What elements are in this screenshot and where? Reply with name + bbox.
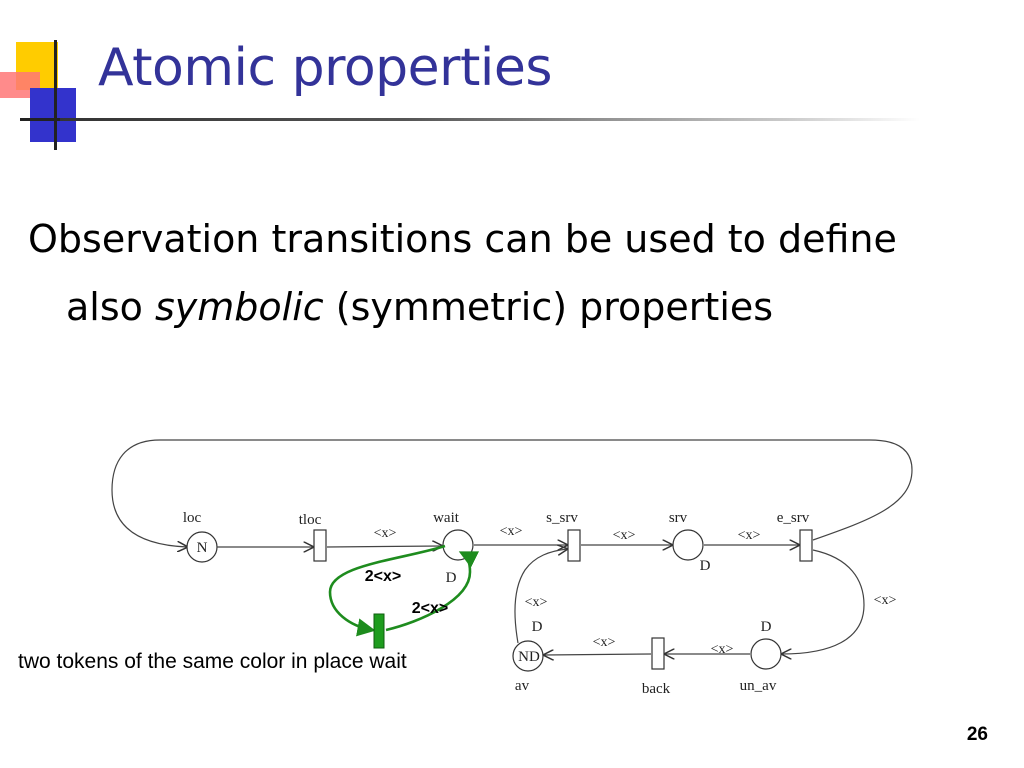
title-divider [60,118,920,121]
transition-tloc: tloc [299,512,327,562]
transition-e-srv-label: e_srv [777,510,810,526]
place-loc: N loc [183,510,218,563]
slide-body: Observation transitions can be used to d… [28,205,988,341]
body-line-2: also symbolic (symmetric) properties [28,273,988,341]
arc-label-tloc-wait: <x> [374,526,397,541]
slide-title: Atomic properties [98,38,552,98]
page-number: 26 [966,724,988,745]
arc-label-ssrv-srv: <x> [613,528,636,543]
arc-esrv-unav [782,549,865,654]
observation-transition: 2<x> 2<x> [328,544,480,649]
observation-arc-out-label: 2<x> [412,600,448,617]
place-av: ND av D [512,619,544,694]
deco-blue-block [30,88,76,142]
arc-label-esrv-unav: <x> [874,593,897,608]
corner-decoration [0,0,110,150]
place-un-av-label: un_av [740,678,777,694]
arc-tloc-wait [326,546,442,547]
transition-s-srv-label: s_srv [546,510,578,526]
observation-arc-out [385,551,480,632]
place-srv-domain: D [700,558,711,574]
observation-arc-in-label: 2<x> [365,568,401,585]
place-un-av-domain: D [761,619,772,635]
place-wait-label: wait [433,510,460,526]
arc-esrv-loc-loop [111,439,913,547]
place-av-domain: D [532,619,543,635]
observation-transition-bar [373,613,385,649]
diagram-caption: two tokens of the same color in place wa… [18,650,407,673]
arc-label-av-ssrv: <x> [525,595,548,610]
place-srv-label: srv [669,510,688,526]
arc-back-av [544,654,652,655]
place-loc-token: N [197,540,208,556]
deco-horizontal-line [20,118,80,121]
transition-back: back [642,637,671,697]
body-line-2-suffix: (symmetric) properties [323,285,774,329]
body-line-2-prefix: also [66,285,155,329]
deco-vertical-line [54,40,57,150]
arc-label-srv-esrv: <x> [738,528,761,543]
arc-av-ssrv [514,549,567,644]
transition-s-srv: s_srv [546,510,581,562]
transition-tloc-label: tloc [299,512,322,528]
body-line-1: Observation transitions can be used to d… [28,217,897,261]
place-av-token: ND [518,649,540,665]
place-av-label: av [515,678,530,694]
place-wait-domain: D [446,570,457,586]
arc-label-back-av: <x> [593,635,616,650]
place-loc-label: loc [183,510,202,526]
arc-label-wait-ssrv: <x> [500,524,523,539]
body-emphasis-symbolic: symbolic [154,285,324,329]
arc-label-unav-back: <x> [711,642,734,657]
transition-e-srv: e_srv [777,510,813,562]
transition-back-label: back [642,681,671,697]
observation-arc-in [328,544,446,637]
place-srv: srv D [669,510,711,574]
place-un-av: un_av D [740,619,782,694]
